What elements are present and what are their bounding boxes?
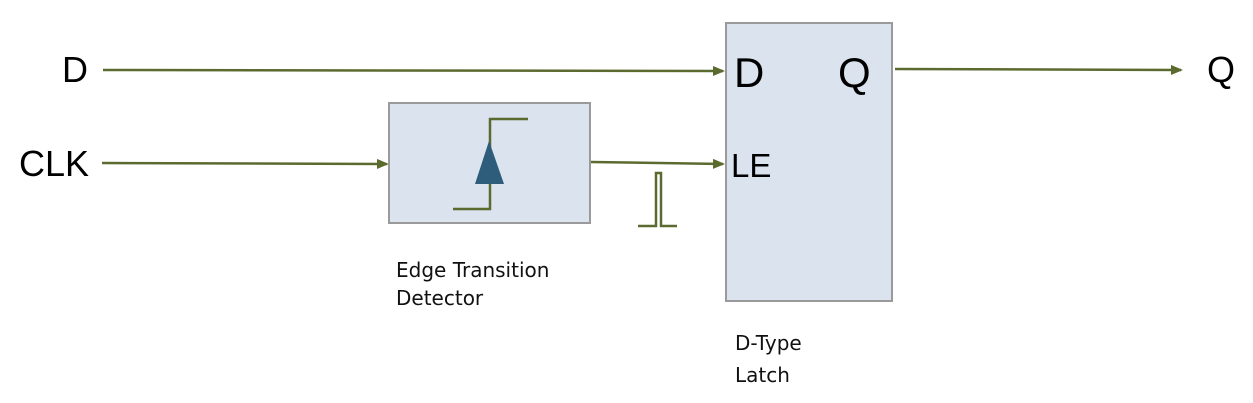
clk-input-label: CLK [19,143,89,184]
clk-wire [101,158,389,169]
q-wire [894,64,1183,75]
latch-port-le: LE [731,147,771,184]
d-wire [102,65,725,76]
latch-port-q: Q [838,49,871,96]
pulse-icon [638,171,677,228]
d-input-label: D [62,49,88,90]
d-latch-block [725,22,893,302]
edge-detector-caption-line2: Detector [396,286,484,310]
q-output-label: Q [1207,49,1235,90]
latch-caption-line2: Latch [735,363,790,387]
latch-port-d: D [734,49,764,96]
rising-edge-icon [453,117,528,211]
latch-caption-line1: D-Type [735,331,802,355]
pulse-wire [590,158,725,169]
edge-detector-caption-line1: Edge Transition [396,258,549,282]
